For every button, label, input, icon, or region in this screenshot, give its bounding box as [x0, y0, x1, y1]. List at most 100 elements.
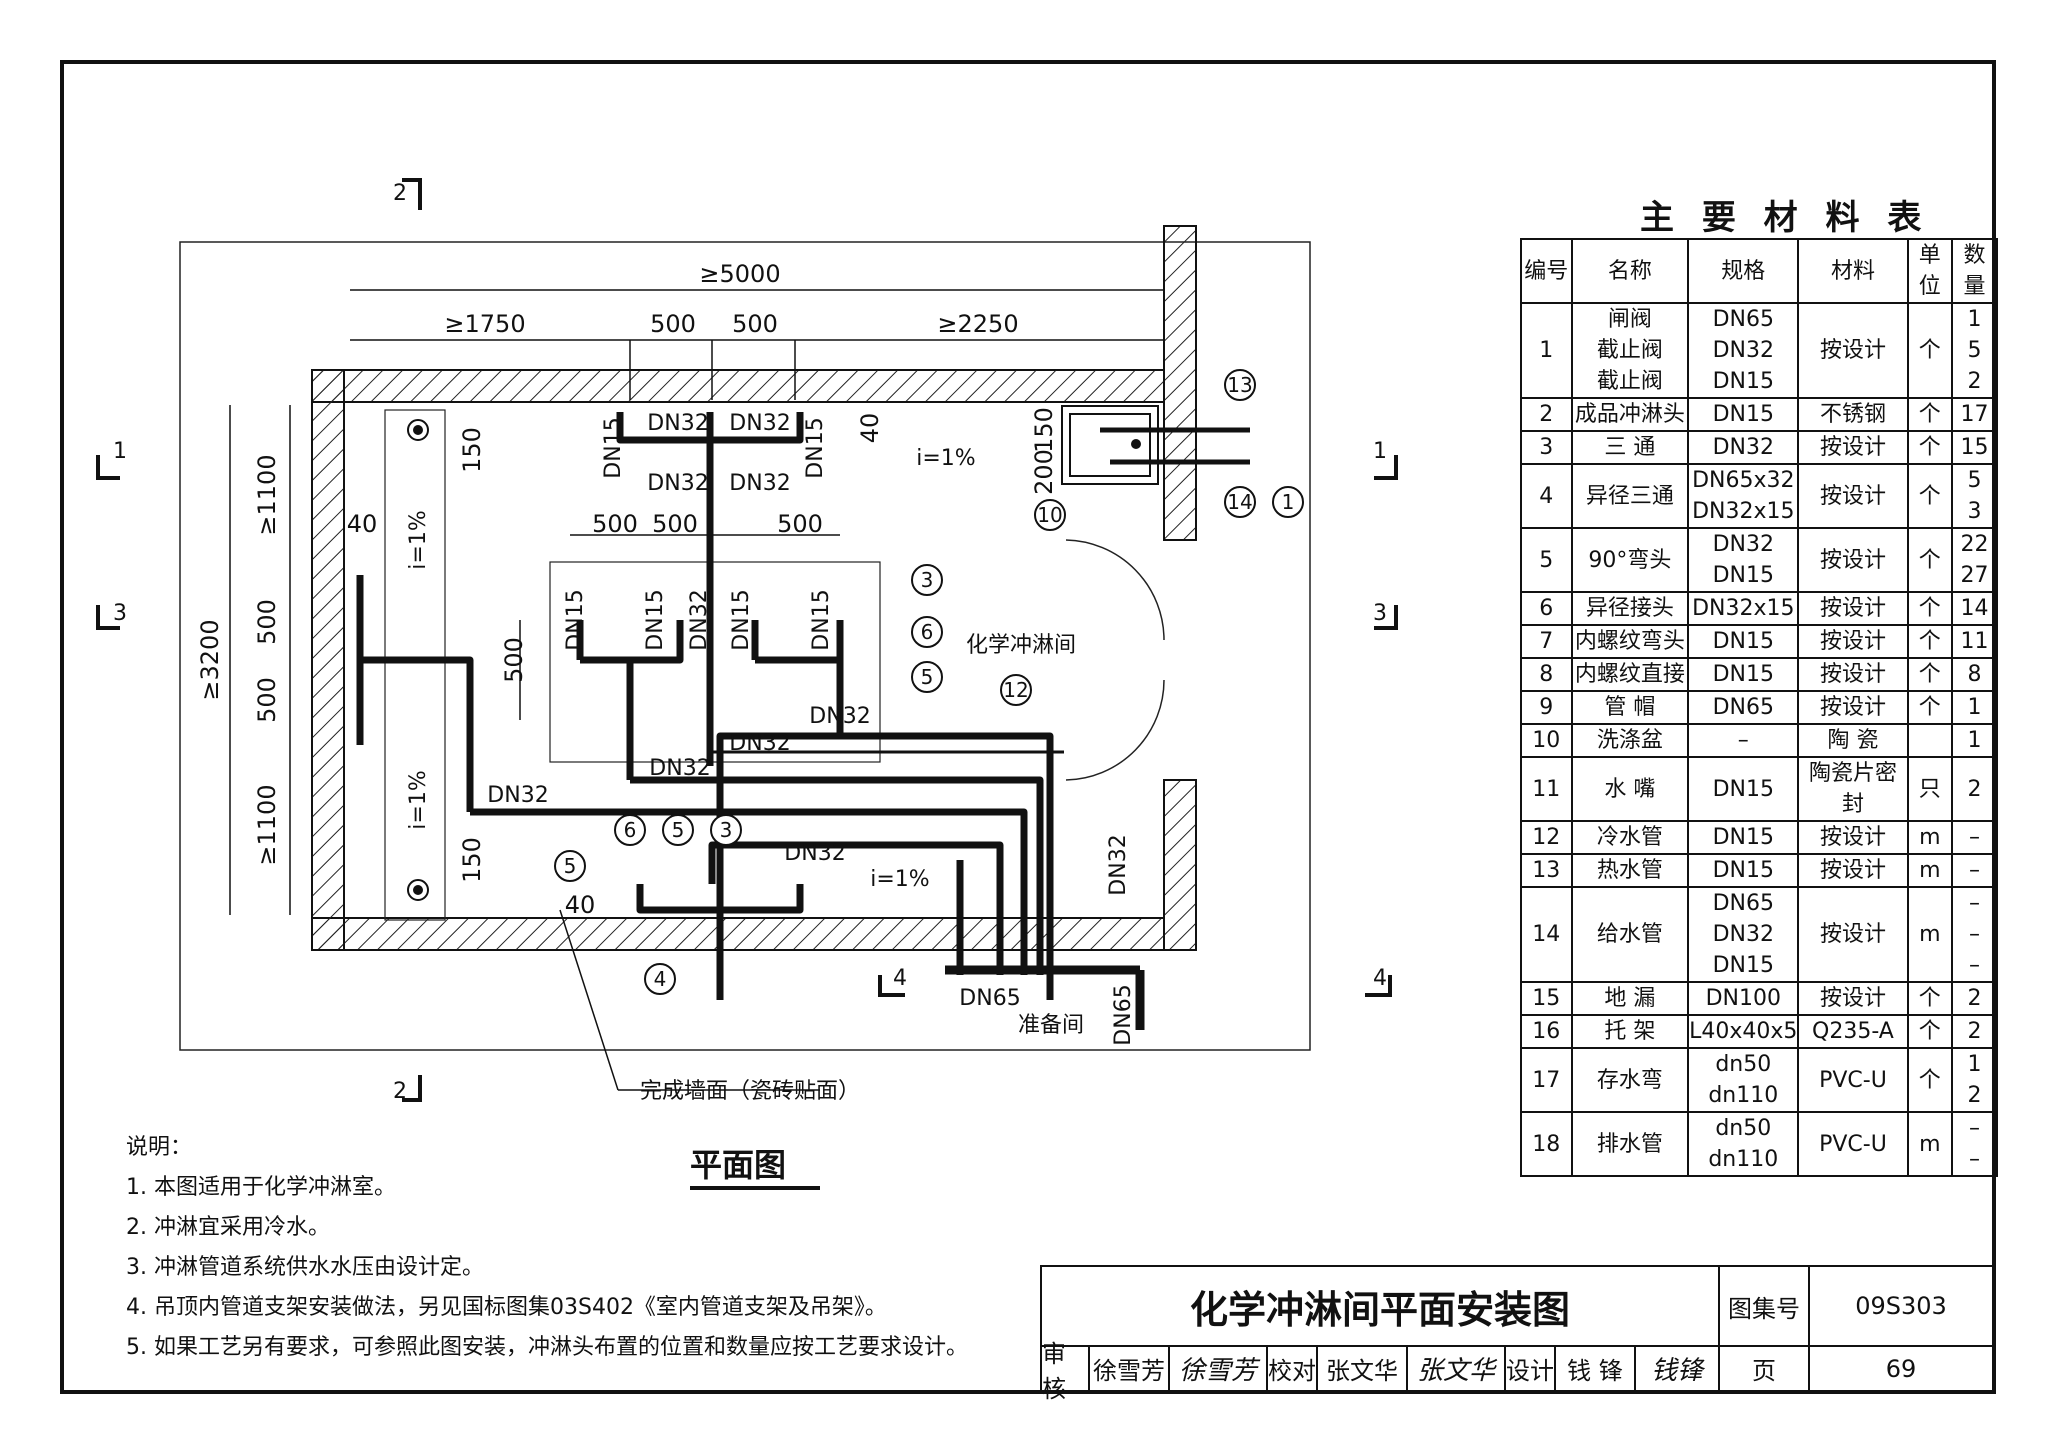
cell-spec: DN15 [1687, 624, 1800, 659]
cell-qty: 8 [1951, 657, 1998, 692]
door [1065, 539, 1165, 781]
cell-spec: – [1687, 723, 1800, 758]
cell-qty-line: 3 [1967, 499, 1982, 524]
dim-500-a: 500 [650, 310, 696, 338]
dim-150-b: 150 [458, 837, 486, 883]
callout-3a: 3 [921, 568, 934, 592]
cell-qty-line: 5 [1967, 468, 1982, 493]
cell-spec-line: DN65 [1712, 695, 1774, 720]
cell-spec-line: DN65 [1712, 891, 1774, 916]
cell-no: 5 [1520, 527, 1573, 593]
cell-no: 8 [1520, 657, 1573, 692]
callout-1: 1 [1282, 490, 1295, 514]
cell-name-line: 洗涤盆 [1596, 728, 1663, 753]
cell-qty-line: – [1969, 891, 1981, 916]
cell-material: 按设计 [1797, 527, 1909, 593]
sink-icon [1061, 405, 1159, 485]
section-1-right: 1 [1373, 439, 1387, 464]
cell-spec-line: – [1737, 728, 1749, 753]
slope-labels: i=1% i=1% i=1% i=1% [406, 446, 976, 892]
cell-material: 按设计 [1797, 657, 1909, 692]
cell-spec: DN15 [1687, 397, 1800, 432]
cell-qty-line: 1 [1967, 307, 1982, 332]
cell-name-line: 异径三通 [1585, 483, 1674, 509]
dim-left-width: ≥1750 [444, 310, 525, 338]
cell-name-line: 90°弯头 [1588, 547, 1672, 573]
cell-name-line: 存水弯 [1596, 1067, 1663, 1093]
cell-material: 按设计 [1797, 624, 1909, 659]
cell-qty-line: 8 [1967, 662, 1982, 687]
pipe-dn65-2: DN65 [1111, 984, 1136, 1045]
cell-qty: –– [1951, 1111, 1998, 1177]
cell-material: 陶 瓷 [1797, 723, 1909, 758]
cell-name-line: 成品冲淋头 [1574, 402, 1685, 427]
cell-qty: 1 [1951, 723, 1998, 758]
cell-name: 三 通 [1570, 430, 1690, 465]
cell-unit: 个 [1906, 1047, 1954, 1113]
cell-material: 按设计 [1797, 430, 1909, 465]
callout-13: 14 [1227, 490, 1252, 514]
slope-2: i=1% [870, 867, 929, 892]
atlas-label: 图集号 [1718, 1265, 1810, 1347]
cell-name: 水 嘴 [1570, 756, 1690, 822]
callout-5b: 5 [672, 818, 685, 842]
cell-name: 冷水管 [1570, 820, 1690, 855]
note-item: 3. 冲淋管道系统供水水压由设计定。 [126, 1255, 484, 1280]
cell-qty-line: 27 [1960, 563, 1989, 588]
cell-qty-line: 5 [1967, 338, 1982, 363]
col-name: 名称 [1570, 238, 1690, 304]
finished-wall-leader [559, 909, 619, 1091]
cell-material: 陶瓷片密封 [1797, 756, 1909, 822]
cell-qty-line: 2 [1967, 1083, 1982, 1108]
cell-qty-line: 15 [1960, 435, 1989, 460]
section-3-right: 3 [1373, 601, 1387, 626]
cell-name: 洗涤盆 [1570, 723, 1690, 758]
cell-name-line: 管 帽 [1604, 695, 1656, 720]
cell-qty: – [1951, 853, 1998, 888]
dim-top-height: ≥1100 [253, 454, 281, 535]
cell-unit: 个 [1906, 690, 1954, 725]
cell-name: 排水管 [1570, 1111, 1690, 1177]
cell-name: 90°弯头 [1570, 527, 1690, 593]
cell-spec-line: DN32 [1712, 338, 1774, 363]
cell-unit: 个 [1906, 397, 1954, 432]
cell-no: 11 [1520, 756, 1573, 822]
cell-qty-line: – [1969, 922, 1981, 947]
slope-3: i=1% [406, 510, 431, 569]
section-2-top: 2 [393, 181, 407, 206]
cell-name-line: 冷水管 [1596, 825, 1663, 850]
cell-unit: 个 [1906, 302, 1954, 399]
cell-name: 存水弯 [1570, 1047, 1690, 1113]
dim-500-v3: 500 [500, 637, 528, 683]
slope-4: i=1% [406, 770, 431, 829]
cell-spec: DN15 [1687, 853, 1800, 888]
callout-12: 13 [1227, 373, 1252, 397]
cell-qty: 15 [1951, 430, 1998, 465]
cell-name-line: 内螺纹直接 [1574, 662, 1685, 687]
cell-qty-line: – [1969, 858, 1981, 883]
cell-name: 闸阀截止阀截止阀 [1570, 302, 1690, 399]
dim-40: 40 [347, 510, 378, 538]
dim-500-v1: 500 [253, 599, 281, 645]
cell-material: Q235-A [1797, 1014, 1909, 1049]
cell-qty-line: – [1969, 1116, 1981, 1141]
section-markers [96, 178, 1398, 1102]
pipe-dn32-10: DN32 [1106, 834, 1131, 895]
cell-spec-line: DN65x32 [1692, 468, 1795, 493]
pipe-dn32-5: DN32 [809, 704, 870, 729]
cell-material: 按设计 [1797, 853, 1909, 888]
cell-no: 18 [1520, 1111, 1573, 1177]
cell-unit: 个 [1906, 591, 1954, 626]
